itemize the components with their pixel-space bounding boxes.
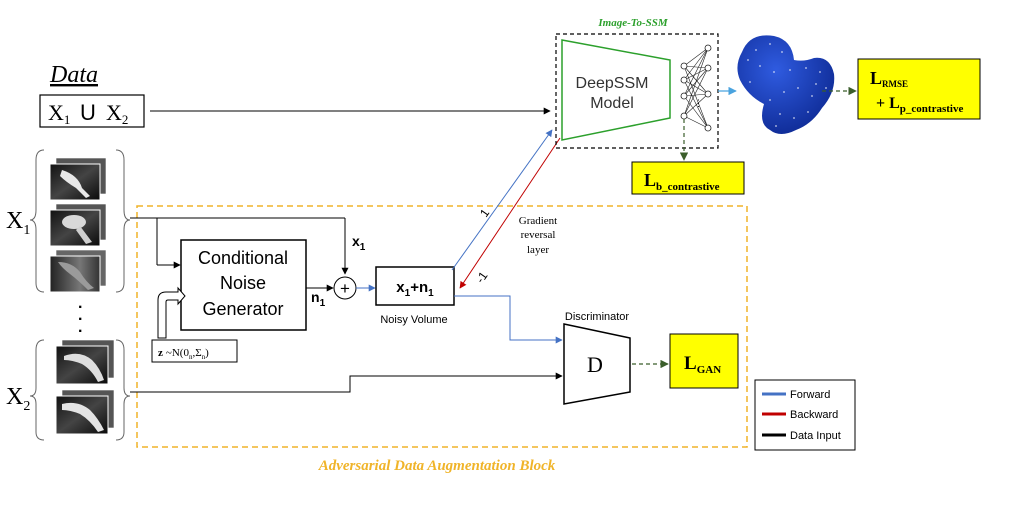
z-distribution-text: z~N(0n,Σn) [158, 347, 209, 361]
z-input-arrow [157, 286, 186, 339]
x1-right-brace [115, 149, 131, 293]
gan-loss-label: LGAN [684, 353, 721, 376]
noisy-volume-caption: Noisy Volume [380, 314, 447, 326]
z-distribution-box [151, 339, 238, 363]
gan-loss-box [669, 333, 739, 389]
ellipsis-dot-3: . [78, 319, 82, 336]
discriminator-shape [563, 323, 631, 405]
n1-label: n1 [311, 289, 326, 309]
top-loss-line-2: + Lp_contrastive [876, 95, 963, 115]
data-heading: Data [49, 62, 98, 88]
generator-line-3: Generator [202, 299, 283, 319]
gradient-reversal-line-3: layer [527, 244, 549, 256]
adversarial-block-title: Adversarial Data Augmentation Block [318, 458, 556, 474]
network-nodes [680, 44, 712, 132]
discriminator-label: D [587, 352, 603, 377]
image-to-ssm-title: Image-To-SSM [597, 17, 668, 29]
deepssm-encoder-shape [561, 39, 671, 141]
adversarial-block-frame [136, 205, 748, 448]
network-edges [683, 47, 709, 129]
sum-symbol: + [340, 279, 350, 298]
noise-generator-box [180, 239, 307, 331]
union-x2: X2 [106, 100, 128, 127]
union-symbol: U [80, 100, 96, 125]
top-loss-line-1: LRMSE [870, 68, 908, 89]
deepssm-line-2: Model [590, 95, 634, 112]
noisy-to-discriminator-arrow [454, 295, 563, 344]
x2-set-label: X2 [6, 384, 30, 414]
x2-right-brace [115, 339, 131, 441]
generator-line-1: Conditional [198, 248, 288, 268]
x2-scan-2 [55, 389, 115, 435]
noisy-volume-box [375, 266, 455, 306]
b-contrastive-loss-label: Lb_contrastive [644, 170, 720, 193]
union-x1: X1 [48, 100, 70, 127]
x2-scan-1 [55, 339, 115, 385]
noisy-to-deepssm-forward [451, 129, 553, 271]
discriminator-caption: Discriminator [565, 311, 630, 323]
x1-set-label: X1 [6, 208, 30, 238]
x1-label: x1 [352, 233, 366, 253]
network-ellipsis: ⋮ [694, 98, 703, 108]
noisy-volume-label: x1+n1 [396, 279, 434, 299]
backward-weight-label: -1 [473, 269, 491, 286]
x2-left-brace [29, 339, 45, 441]
legend-forward-label: Forward [790, 389, 830, 401]
x1-scan-3 [49, 249, 107, 293]
generator-line-2: Noise [220, 273, 266, 293]
legend-backward-label: Backward [790, 409, 838, 421]
union-box [39, 94, 145, 128]
x1-scan-2 [49, 203, 107, 247]
gradient-reversal-line-1: Gradient [519, 215, 557, 227]
top-loss-box [857, 58, 981, 120]
legend-data-input-label: Data Input [790, 430, 841, 442]
gradient-reversal-line-2: reversal [521, 229, 556, 241]
deepssm-line-1: DeepSSM [576, 75, 649, 92]
x2-to-discriminator-arrow [130, 372, 563, 393]
ellipsis-dot-2: . [78, 307, 82, 324]
deepssm-to-noisy-backward [459, 137, 561, 289]
b-contrastive-loss-box [631, 161, 745, 195]
ellipsis-dot-1: . [78, 295, 82, 312]
forward-weight-label: 1 [477, 206, 492, 220]
femur-shape [737, 35, 835, 134]
x1-left-brace [29, 149, 45, 293]
x1-scan-1 [49, 157, 107, 201]
